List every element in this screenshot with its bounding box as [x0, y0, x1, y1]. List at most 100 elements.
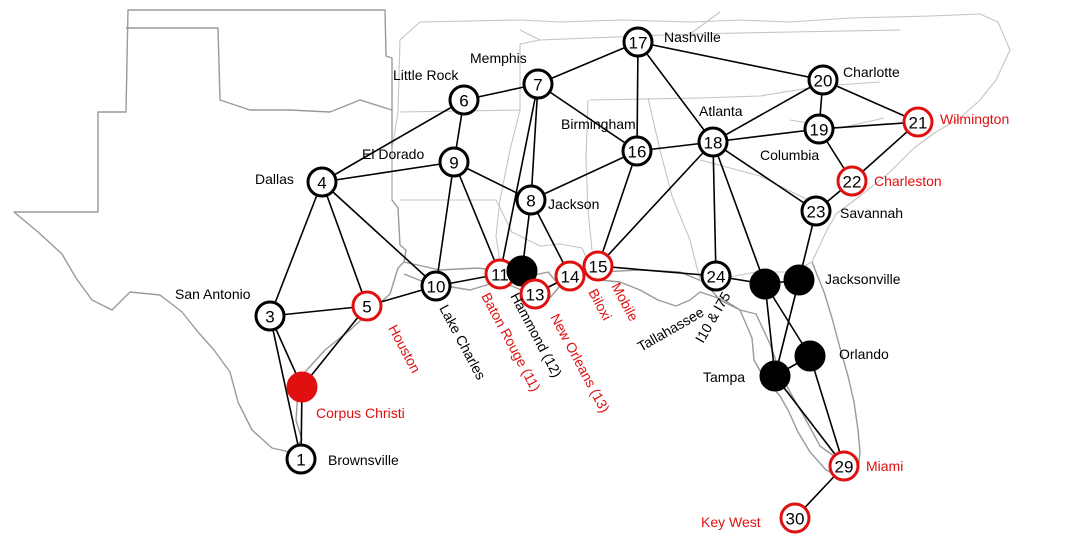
edge-7-16: [537, 83, 638, 152]
edge-7-17: [537, 41, 639, 85]
node-8: 8: [515, 184, 547, 216]
edge-18-20: [712, 79, 824, 143]
node-1: 1: [285, 443, 317, 475]
node-26: [783, 264, 815, 296]
node-circle-28: [794, 340, 826, 372]
node-9: 9: [438, 146, 470, 178]
edge-18-19: [712, 128, 820, 143]
edge-19-21: [818, 121, 919, 130]
node-circle-9: [438, 146, 470, 178]
edge-4-10: [321, 181, 437, 287]
node-number-7: 7: [533, 76, 542, 95]
node-28: [794, 340, 826, 372]
city-label-wilmington: Wilmington: [940, 111, 1009, 127]
city-label-corpus-christi: Corpus Christi: [316, 405, 405, 421]
edge-4-6: [321, 99, 465, 183]
edge-7-8: [530, 83, 539, 201]
edge-3-5: [269, 305, 368, 317]
node-number-5: 5: [362, 298, 371, 317]
node-circle-16: [621, 135, 653, 167]
node-22: 22: [836, 165, 868, 197]
node-number-8: 8: [526, 192, 535, 211]
node-number-1: 1: [296, 451, 305, 470]
node-14: 14: [554, 260, 586, 292]
edge-27-29: [774, 375, 845, 467]
city-label-orlando: Orlando: [839, 346, 889, 362]
node-18: 18: [697, 126, 729, 158]
city-label-houston: Houston: [385, 322, 424, 376]
node-10: 10: [420, 270, 452, 302]
node-circle-12: [506, 255, 538, 287]
node-circle-22: [836, 165, 868, 197]
city-label-el-dorado: El Dorado: [362, 146, 424, 162]
city-label-savannah: Savannah: [840, 205, 903, 221]
node-circle-1: [285, 443, 317, 475]
node-circle-13: [519, 278, 551, 310]
node-number-6: 6: [459, 92, 468, 111]
node-2: [286, 371, 318, 403]
node-6: 6: [448, 84, 480, 116]
edge-9-10: [435, 161, 455, 287]
edge-18-24: [712, 141, 717, 277]
edge-2-5: [301, 305, 368, 388]
edge-15-16: [597, 150, 638, 267]
edge-20-21: [822, 79, 919, 123]
node-27: [759, 360, 791, 392]
node-circle-27: [759, 360, 791, 392]
node-circle-20: [807, 64, 839, 96]
node-number-18: 18: [704, 134, 723, 153]
node-number-10: 10: [427, 278, 446, 297]
city-label-key-west: Key West: [701, 514, 761, 530]
node-23: 23: [800, 195, 832, 227]
node-4: 4: [306, 166, 338, 198]
node-circle-5: [351, 290, 383, 322]
node-circle-10: [420, 270, 452, 302]
city-label-charlotte: Charlotte: [843, 64, 900, 80]
node-circle-15: [582, 250, 614, 282]
city-label-jackson: Jackson: [548, 196, 599, 212]
city-label-nashville: Nashville: [664, 29, 721, 45]
node-circle-8: [515, 184, 547, 216]
node-number-19: 19: [810, 121, 829, 140]
node-circle-2: [286, 371, 318, 403]
node-number-24: 24: [707, 268, 726, 287]
node-number-30: 30: [786, 510, 805, 529]
edge-4-5: [321, 181, 368, 307]
node-7: 7: [522, 68, 554, 100]
node-circle-4: [306, 166, 338, 198]
city-label-san-antonio: San Antonio: [175, 286, 251, 302]
node-15: 15: [582, 250, 614, 282]
edge-15-24: [597, 265, 717, 277]
city-label-miami: Miami: [866, 458, 903, 474]
node-circle-18: [697, 126, 729, 158]
node-circle-14: [554, 260, 586, 292]
city-label-lake-charles: Lake Charles: [436, 302, 489, 382]
node-number-4: 4: [317, 174, 326, 193]
node-number-13: 13: [526, 286, 545, 305]
city-label-tampa: Tampa: [703, 369, 745, 385]
edge-16-17: [636, 41, 639, 152]
node-29: 29: [828, 450, 860, 482]
city-label-little-rock: Little Rock: [393, 67, 459, 83]
edge-26-27: [774, 279, 800, 377]
node-number-22: 22: [843, 173, 862, 192]
edge-8-16: [530, 150, 638, 201]
node-circle-7: [522, 68, 554, 100]
node-19: 19: [803, 113, 835, 145]
city-label-mobile: Mobile: [608, 280, 642, 324]
node-3: 3: [254, 300, 286, 332]
node-number-14: 14: [561, 268, 580, 287]
edge-7-11: [499, 83, 539, 275]
city-label-dallas: Dallas: [255, 171, 294, 187]
node-24: 24: [700, 260, 732, 292]
node-circle-25: [749, 268, 781, 300]
node-21: 21: [902, 106, 934, 138]
node-25: [749, 268, 781, 300]
node-20: 20: [807, 64, 839, 96]
edge-18-25: [712, 141, 766, 285]
city-label-charleston: Charleston: [874, 173, 942, 189]
node-number-16: 16: [628, 143, 647, 162]
node-30: 30: [779, 502, 811, 534]
